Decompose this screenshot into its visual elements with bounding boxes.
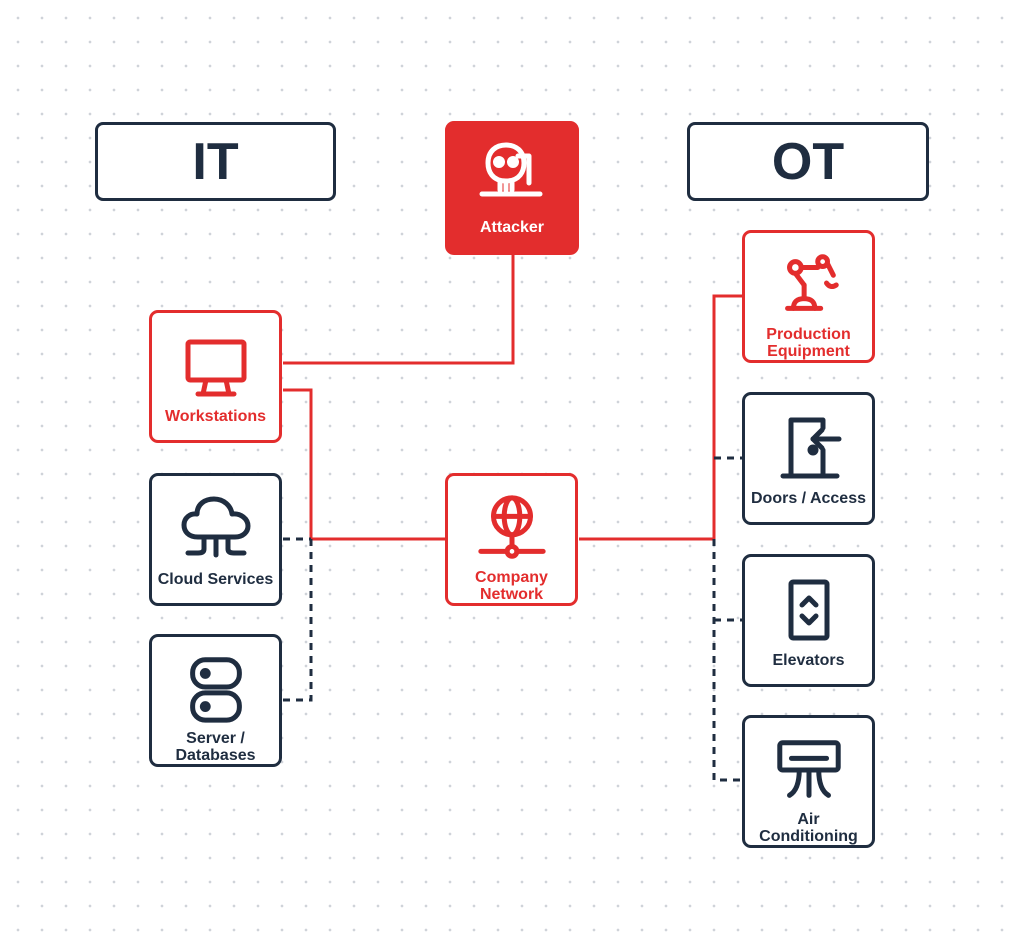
ot-dashed-trunk [712,539,742,782]
it-section-title: IT [192,132,239,191]
elevator-icon [771,572,847,648]
air-conditioning-node[interactable]: Air Conditioning [742,715,875,848]
elevators-node[interactable]: Elevators [742,554,875,687]
skull-laptop-icon [474,139,550,215]
attacker-node[interactable]: Attacker [445,121,579,255]
company-network-node[interactable]: Company Network [445,473,578,606]
robot-arm-icon [771,248,847,322]
air-conditioning-label: Air Conditioning [759,811,858,845]
server-databases-label: Server / Databases [175,730,256,764]
air-conditioner-icon [771,733,847,807]
doors-access-label: Doors / Access [750,490,866,507]
it-section-header: IT [95,122,336,201]
attacker-label: Attacker [479,219,545,236]
attacker-to-workstations-line [283,254,515,365]
elevators-label: Elevators [772,652,845,669]
ot-section-title: OT [771,132,845,191]
server-databases-node[interactable]: Server / Databases [149,634,282,767]
doors-access-node[interactable]: Doors / Access [742,392,875,525]
cloud-services-label: Cloud Services [157,571,274,588]
production-equipment-node[interactable]: Production Equipment [742,230,875,363]
company-network-label: Company Network [475,569,548,603]
globe-network-icon [474,491,550,565]
workstations-label: Workstations [164,408,267,425]
ot-section-header: OT [687,122,929,201]
cloud-services-node[interactable]: Cloud Services [149,473,282,606]
monitor-icon [178,328,254,404]
workstations-node[interactable]: Workstations [149,310,282,443]
door-entry-icon [771,410,847,486]
production-equipment-label: Production Equipment [766,326,851,360]
server-dashed-line [283,539,313,702]
workstations-to-network-line [283,388,446,541]
cloud-icon [178,491,254,567]
network-to-production-line [579,294,742,541]
server-icon [178,652,254,726]
